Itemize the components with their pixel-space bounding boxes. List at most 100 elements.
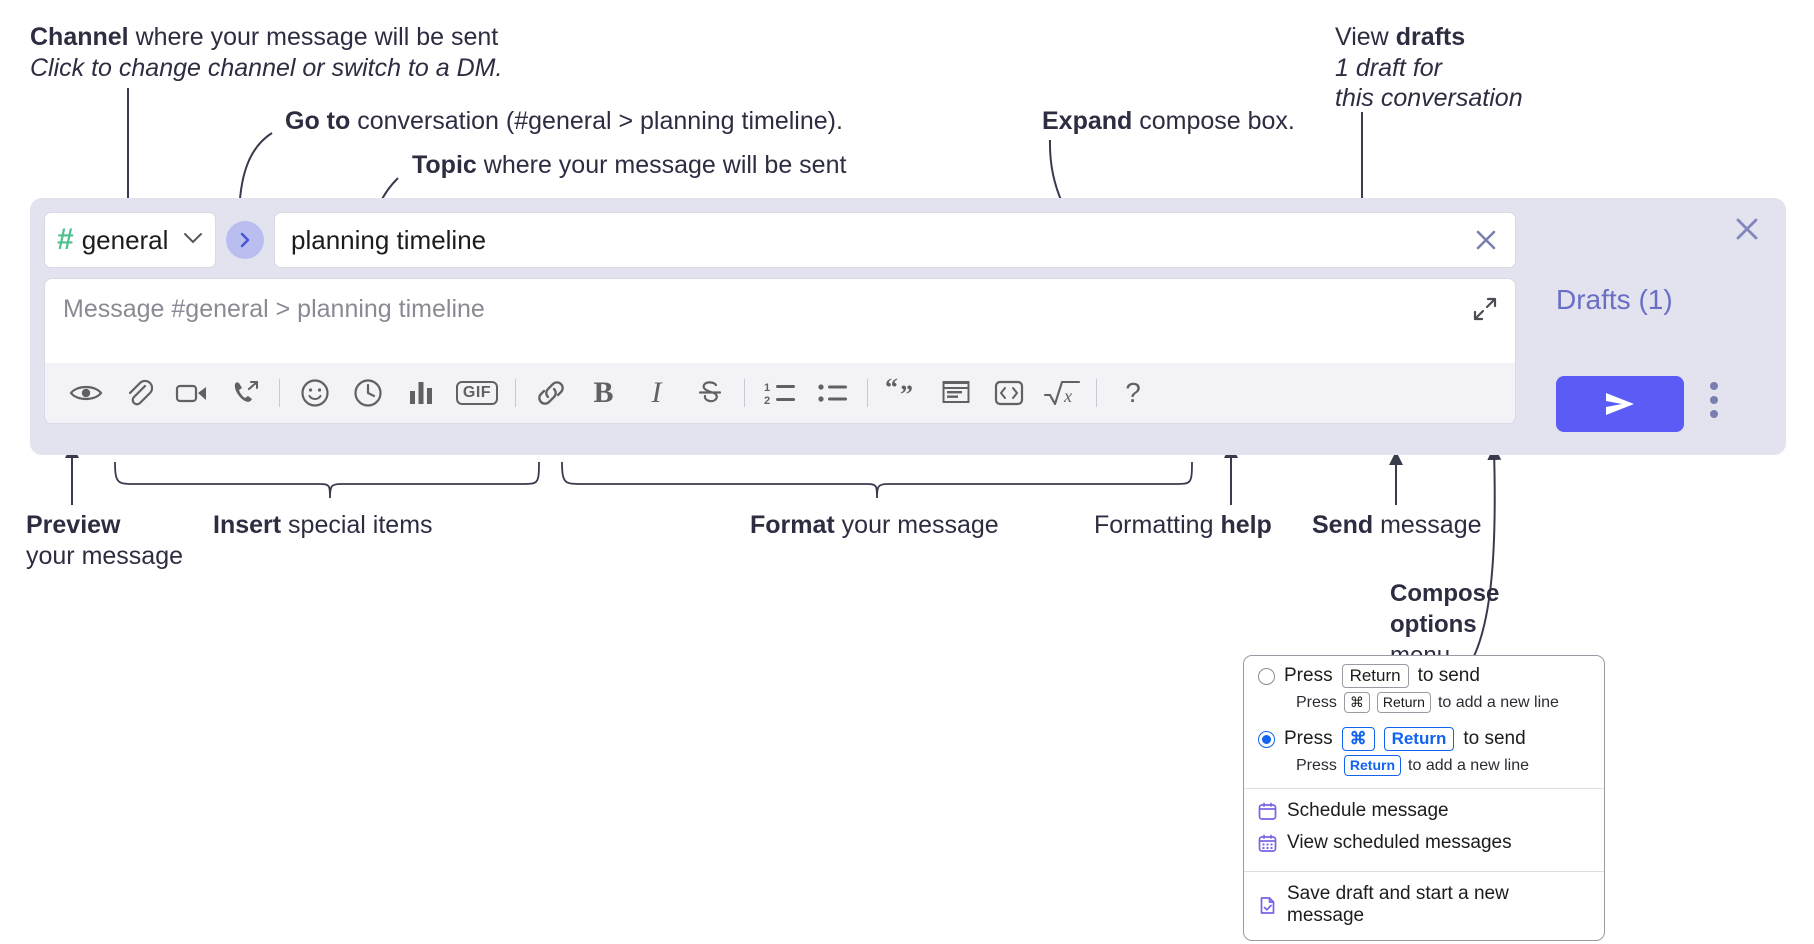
close-icon[interactable] [1471, 225, 1501, 255]
annotation-channel-rest: where your message will be sent [128, 23, 499, 51]
send-button[interactable] [1556, 376, 1684, 432]
annotation-insert-bold: Insert [213, 511, 282, 539]
annotation-drafts-italic-2: this conversation [1335, 84, 1523, 112]
key-return: Return [1383, 727, 1455, 751]
annotation-goto: Go to conversation (#general > planning … [285, 106, 985, 137]
annotation-send-rest: message [1373, 511, 1482, 539]
code-icon[interactable] [982, 371, 1035, 415]
opt1-press: Press [1284, 665, 1333, 686]
bulleted-list-icon[interactable] [806, 371, 859, 415]
strikethrough-icon[interactable] [683, 371, 736, 415]
gif-icon[interactable]: GIF [447, 371, 507, 415]
toolbar-divider [515, 379, 516, 407]
blockquote-icon[interactable]: “” [876, 371, 929, 415]
topic-value: planning timeline [291, 224, 487, 255]
channel-selector[interactable]: # general [44, 212, 216, 268]
annotation-send-bold: Send [1312, 511, 1374, 539]
calendar-icon [1258, 802, 1277, 821]
toolbar-divider [1096, 379, 1097, 407]
annotation-compose-options-line1: Compose [1390, 580, 1500, 607]
bold-icon[interactable]: B [577, 371, 630, 415]
svg-text:2: 2 [764, 395, 770, 406]
menu-item-label: Schedule message [1287, 800, 1449, 821]
opt1-sub-rest: to add a new line [1437, 693, 1559, 711]
svg-text:“: “ [885, 378, 898, 402]
radio-cmd-return[interactable] [1258, 730, 1275, 748]
save-draft-icon [1258, 896, 1277, 915]
annotation-goto-bold: Go to [285, 107, 351, 135]
hash-icon: # [57, 223, 74, 256]
compose-options-button[interactable] [1710, 382, 1718, 418]
annotation-send: Send message [1312, 510, 1612, 541]
goto-conversation-button[interactable] [226, 221, 264, 259]
menu-item-schedule-message[interactable]: Schedule message [1244, 795, 1604, 827]
annotation-preview-bold: Preview [26, 511, 121, 539]
annotation-format: Format your message [750, 510, 1170, 541]
expand-icon[interactable] [1471, 295, 1499, 328]
compose-panel-right: Drafts (1) [1516, 198, 1786, 455]
annotation-format-bold: Format [750, 511, 835, 539]
video-icon[interactable] [165, 371, 218, 415]
annotation-help: Formatting help [1094, 510, 1394, 541]
svg-text:”: ” [900, 380, 913, 408]
menu-group-draft: Save draft and start a new message [1244, 872, 1604, 940]
link-icon[interactable] [524, 371, 577, 415]
audio-call-icon[interactable] [218, 371, 271, 415]
formatting-toolbar: GIF B I [45, 363, 1515, 423]
math-icon[interactable]: x [1035, 371, 1088, 415]
kebab-dot [1710, 382, 1718, 390]
annotation-help-pre: Formatting [1094, 511, 1221, 539]
annotation-preview-line2: your message [26, 541, 184, 570]
opt1-sub-press: Press [1296, 693, 1337, 711]
compose-options-menu: Press Return to send Press ⌘ Return to a… [1243, 655, 1605, 941]
radio-return[interactable] [1258, 667, 1275, 685]
menu-item-label: Save draft and start a new message [1287, 883, 1509, 926]
clock-icon[interactable] [341, 371, 394, 415]
svg-text:1: 1 [764, 382, 770, 394]
italic-icon[interactable]: I [630, 371, 683, 415]
emoji-icon[interactable] [288, 371, 341, 415]
opt2-sub-press: Press [1296, 756, 1337, 774]
annotation-preview: Preview your message [26, 510, 266, 571]
attachment-icon[interactable] [112, 371, 165, 415]
annotation-drafts-italic-1: 1 draft for [1335, 53, 1442, 82]
poll-icon[interactable] [394, 371, 447, 415]
send-option-return[interactable]: Press Return to send Press ⌘ Return to a… [1244, 656, 1604, 719]
panel-close-icon[interactable] [1730, 212, 1764, 251]
drafts-link[interactable]: Drafts (1) [1556, 284, 1673, 315]
annotation-channel: Channel where your message will be sent … [30, 22, 590, 83]
calendar-grid-icon [1258, 834, 1277, 853]
menu-group-schedule: Schedule message View scheduled messages [1244, 789, 1604, 865]
italic-label: I [651, 376, 662, 409]
message-placeholder: Message #general > planning timeline [63, 295, 485, 323]
chevron-down-icon [183, 231, 203, 249]
compose-header-row: # general planning timeline [44, 212, 1516, 268]
annotation-drafts-bold: drafts [1395, 23, 1466, 51]
annotation-insert: Insert special items [213, 510, 613, 541]
code-block-icon[interactable] [929, 371, 982, 415]
toolbar-divider [279, 379, 280, 407]
compose-main-column: # general planning timeline [44, 212, 1516, 424]
preview-icon[interactable] [59, 371, 112, 415]
topic-input[interactable]: planning timeline [274, 212, 1516, 268]
toolbar-divider [867, 379, 868, 407]
menu-item-view-scheduled[interactable]: View scheduled messages [1244, 827, 1604, 859]
help-icon[interactable]: ? [1105, 371, 1161, 415]
opt2-sub-rest: to add a new line [1408, 756, 1530, 774]
gif-label: GIF [455, 381, 499, 405]
annotation-topic-bold: Topic [412, 151, 477, 179]
send-option-cmd-return[interactable]: Press ⌘ Return to send Press Return to a… [1244, 719, 1604, 782]
menu-divider [1244, 871, 1604, 872]
annotation-format-rest: your message [834, 511, 999, 539]
menu-item-label: View scheduled messages [1287, 832, 1512, 853]
compose-panel: # general planning timeline [30, 198, 1786, 455]
menu-item-save-draft[interactable]: Save draft and start a new message [1244, 878, 1604, 932]
chevron-right-icon [240, 232, 250, 248]
key-return: Return [1341, 664, 1409, 688]
opt1-to-send: to send [1417, 665, 1480, 686]
menu-divider [1244, 788, 1604, 789]
annotation-topic: Topic where your message will be sent [412, 150, 1112, 181]
annotation-expand: Expand compose box. [1042, 106, 1462, 137]
message-input[interactable]: Message #general > planning timeline [45, 279, 1515, 363]
